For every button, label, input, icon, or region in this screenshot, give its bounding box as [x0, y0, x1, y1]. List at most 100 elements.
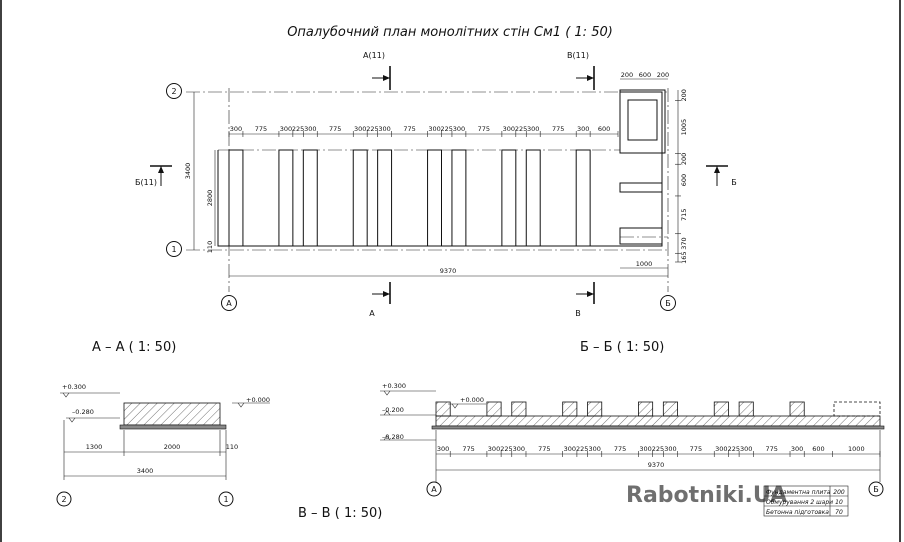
right-dim-4: 600	[680, 174, 688, 186]
bb-dim-1: 300	[437, 445, 449, 453]
right-dim-7: 165	[680, 251, 688, 263]
top-dim-1: 300	[230, 125, 242, 133]
svg-text:1: 1	[171, 245, 176, 254]
bb-dim-10: 775	[614, 445, 626, 453]
bb-dim-overall: 9370	[648, 461, 665, 469]
top-dim-20: 600	[598, 125, 610, 133]
bb-dim-17: 300	[740, 445, 752, 453]
section-title-aa: А – А ( 1: 50)	[92, 340, 176, 355]
bb-wall-9	[587, 401, 603, 417]
wall-13	[451, 149, 467, 247]
aa-dim-1: 1300	[86, 443, 103, 451]
bb-elev-3: –0.280	[382, 433, 404, 441]
axis-bubble-a: А	[221, 295, 237, 311]
svg-text:2: 2	[61, 495, 66, 504]
bb-wall-15	[713, 401, 729, 417]
cut-label-a-top: А(11)	[363, 51, 385, 60]
bb-dim-13: 300	[664, 445, 676, 453]
cut-label-a-bottom: А	[369, 309, 375, 318]
bb-dim-9: 300	[588, 445, 600, 453]
svg-text:А: А	[226, 299, 232, 308]
bb-slab-hatched	[435, 415, 881, 427]
wall-17	[525, 149, 541, 247]
right-dim-3: 200	[680, 153, 688, 165]
main-title: Опалубочний план монолітних стін См1 ( 1…	[287, 25, 613, 40]
cut-label-b-left: Б(11)	[135, 178, 157, 187]
aa-base-layer	[119, 424, 227, 430]
bb-wall-7	[562, 401, 578, 417]
cut-marker-b-right: Б	[706, 165, 737, 187]
right-dim-1: 200	[680, 89, 688, 101]
aa-dim-3: 110	[226, 443, 238, 451]
bb-wall-3	[486, 401, 502, 417]
axis-bubble-b: Б	[660, 295, 676, 311]
wall-1	[228, 149, 244, 247]
section-aa: +0.300 –0.280 +0.000 1300 2000 110 3400 …	[56, 383, 270, 507]
bb-base-layer	[431, 425, 885, 430]
dim-left-small: 110	[206, 241, 214, 253]
dim-bottom-right: 1000	[636, 260, 653, 268]
top-dim-12: 225	[441, 125, 453, 133]
bb-dim-11: 300	[639, 445, 651, 453]
aa-elev-right: +0.000	[246, 396, 270, 404]
top-dim-8: 225	[366, 125, 378, 133]
wall-19	[575, 149, 591, 247]
top-dim-17: 300	[527, 125, 539, 133]
section-title-vv: В – В ( 1: 50)	[298, 506, 382, 521]
dim-bottom-overall: 9370	[440, 267, 457, 275]
bb-dim-19: 300	[791, 445, 803, 453]
wall-stub-2	[619, 227, 662, 245]
dim-rt-3: 200	[657, 71, 669, 79]
bb-dim-5: 300	[513, 445, 525, 453]
top-dim-14: 775	[478, 125, 490, 133]
wall-15	[501, 149, 517, 247]
bb-wall-17	[738, 401, 754, 417]
legend-value-1: 200	[833, 489, 845, 496]
cut-label-v-top: В(11)	[567, 51, 589, 60]
top-dim-16: 225	[515, 125, 527, 133]
pier-block	[619, 89, 666, 154]
bb-elev-4: +0.000	[460, 396, 484, 404]
legend-value-2: 10	[835, 499, 843, 506]
bb-dim-18: 775	[765, 445, 777, 453]
top-dim-5: 300	[304, 125, 316, 133]
cut-marker-v-top: В(11)	[567, 51, 595, 90]
wall-9	[377, 149, 393, 247]
dim-left-inner: 2800	[206, 190, 214, 207]
svg-text:2: 2	[171, 87, 176, 96]
right-dim-6: 370	[680, 237, 688, 249]
bb-dim-7: 300	[564, 445, 576, 453]
bb-wall-13	[662, 401, 678, 417]
top-dim-13: 300	[453, 125, 465, 133]
bb-axis-bubble-a: А	[426, 481, 442, 497]
cut-label-v-bottom: В	[575, 309, 581, 318]
bb-wall-19	[789, 401, 805, 417]
top-dim-10: 775	[403, 125, 415, 133]
dim-left-overall: 3400	[184, 163, 192, 180]
bb-dim-2: 775	[462, 445, 474, 453]
legend-value-3: 70	[835, 509, 843, 516]
top-dim-3: 300	[280, 125, 292, 133]
wall-5	[302, 149, 318, 247]
bb-elev-1: +0.300	[382, 382, 406, 390]
right-dim-5: 715	[680, 209, 688, 221]
top-dim-9: 300	[378, 125, 390, 133]
bb-dim-6: 775	[538, 445, 550, 453]
aa-axis-bubble-2: 2	[56, 491, 72, 507]
wall-group	[228, 149, 591, 247]
aa-elev-mid: –0.280	[72, 408, 94, 416]
aa-dim-2: 2000	[164, 443, 181, 451]
wall-3	[278, 149, 294, 247]
top-dim-11: 300	[428, 125, 440, 133]
layer-legend: Фундаментна плита 200 Обмурування 2 шари…	[763, 485, 849, 517]
wall-11	[427, 149, 442, 247]
wall-stub-1	[619, 182, 662, 193]
top-dim-7: 300	[354, 125, 366, 133]
slab-outline	[217, 91, 663, 247]
aa-axis-bubble-1: 1	[218, 491, 234, 507]
cut-marker-a-bottom: А	[369, 282, 391, 318]
